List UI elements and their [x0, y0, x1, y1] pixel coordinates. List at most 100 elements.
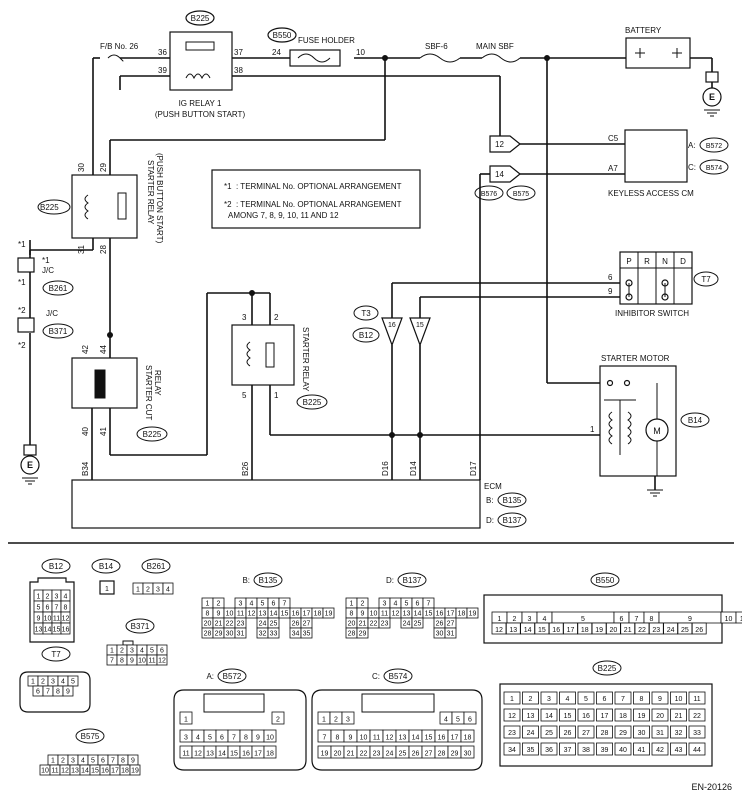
- pin-number: 32: [259, 631, 267, 638]
- pin-number: 33: [270, 631, 278, 638]
- pin-number: 14: [44, 627, 52, 634]
- pin-number: 23: [508, 730, 516, 737]
- pin-number: 19: [638, 713, 646, 720]
- pin-number: 16: [438, 735, 446, 742]
- pin-number: 18: [266, 751, 274, 758]
- pin-number: 14: [412, 735, 420, 742]
- pin-number: 9: [349, 735, 353, 742]
- pin-number: 42: [656, 747, 664, 754]
- pin-number: 20: [204, 621, 212, 628]
- svg-text:D: D: [680, 257, 686, 266]
- svg-text:D17: D17: [469, 461, 478, 476]
- starter-relay-label: STARTER RELAY: [301, 327, 310, 392]
- pin-number: 7: [283, 601, 287, 608]
- pin-number: 17: [601, 713, 609, 720]
- t7-label: T7: [701, 275, 711, 284]
- ig-relay-label: IG RELAY 1: [179, 99, 222, 108]
- fuse-holder: [289, 49, 341, 67]
- pin-number: 4: [196, 735, 200, 742]
- b14-label: B14: [688, 416, 703, 425]
- pin-cell: [271, 711, 285, 725]
- pin-number: 11: [381, 611, 388, 618]
- pin-number: 11: [148, 658, 155, 665]
- pin-number: 3: [528, 616, 532, 623]
- pin-number: 35: [527, 747, 535, 754]
- pin-40: 40: [81, 427, 90, 436]
- pin-number: 7: [110, 658, 114, 665]
- svg-text:A7: A7: [608, 164, 618, 173]
- pin-number: 19: [469, 611, 477, 618]
- pin-1: 1: [274, 391, 279, 400]
- ecm: [71, 479, 481, 529]
- pin-number: 25: [270, 621, 278, 628]
- pin-number: 26: [292, 621, 300, 628]
- pin-number: 2: [513, 616, 517, 623]
- pin-38: 38: [234, 66, 243, 75]
- pin-number: 15: [564, 713, 572, 720]
- pin-number: 7: [111, 758, 115, 765]
- pin-number: 1: [105, 586, 109, 593]
- keyless-label: KEYLESS ACCESS CM: [608, 189, 694, 198]
- pin-number: 38: [582, 747, 590, 754]
- svg-text:*1: *1: [224, 182, 232, 191]
- pin-number: 13: [35, 627, 43, 634]
- fuse-holder-label: FUSE HOLDER: [298, 36, 355, 45]
- pin-number: 13: [403, 611, 411, 618]
- pin-number: 7: [427, 601, 431, 608]
- pin-number: 4: [444, 717, 448, 724]
- pin-number: 14: [414, 611, 422, 618]
- b575-label: B575: [513, 191, 529, 198]
- pin-number: 8: [336, 735, 340, 742]
- pin-number: 20: [334, 751, 342, 758]
- pin-number: 27: [425, 751, 433, 758]
- pin-24: 24: [272, 48, 281, 57]
- starter-relay-pb: [71, 174, 138, 239]
- pin-number: 5: [456, 717, 460, 724]
- svg-text:B:: B:: [486, 496, 494, 505]
- pin-number: 1: [110, 648, 114, 655]
- pin-number: 17: [447, 611, 455, 618]
- pin-number: 2: [529, 696, 533, 703]
- svg-text:14: 14: [495, 170, 504, 179]
- connector-prefix: A:: [206, 672, 214, 681]
- pin-number: 7: [323, 735, 327, 742]
- pin-number: 10: [41, 768, 49, 775]
- pin-number: 17: [451, 735, 459, 742]
- pin-cell: [156, 654, 168, 666]
- svg-text:P: P: [626, 257, 631, 266]
- b137-connector-label: B137: [403, 576, 422, 585]
- pin-number: 9: [658, 696, 662, 703]
- svg-text:E: E: [709, 92, 715, 102]
- pin-5: 5: [242, 391, 247, 400]
- pin-number: 3: [71, 758, 75, 765]
- ig-relay-sublabel: (PUSH BUTTON START): [155, 110, 246, 119]
- note-2: : TERMINAL No. OPTIONAL ARRANGEMENT: [236, 200, 402, 209]
- starter-motor-label: STARTER MOTOR: [601, 354, 670, 363]
- ecm-label: ECM: [484, 482, 502, 491]
- pin-28: 28: [99, 245, 108, 254]
- b225-cut-label: B225: [143, 430, 162, 439]
- svg-text:*2: *2: [18, 306, 26, 315]
- pin-number: 34: [292, 631, 300, 638]
- b225-sr-label: B225: [303, 398, 322, 407]
- svg-text:A:: A:: [688, 141, 696, 150]
- pin-number: 26: [564, 730, 572, 737]
- svg-text:C5: C5: [608, 134, 619, 143]
- pin-number: 4: [61, 679, 65, 686]
- ground-icon: [20, 455, 40, 475]
- pin-number: 31: [447, 631, 455, 638]
- pin-number: 3: [547, 696, 551, 703]
- connector-prefix: D:: [386, 576, 394, 585]
- pin-number: 31: [656, 730, 664, 737]
- pin-number: 4: [166, 587, 170, 594]
- pin-number: 28: [601, 730, 609, 737]
- pin-number: 2: [146, 587, 150, 594]
- pin-number: 7: [232, 735, 236, 742]
- pin-number: 8: [650, 616, 654, 623]
- pin-number: 18: [458, 611, 466, 618]
- pin-number: 13: [71, 768, 79, 775]
